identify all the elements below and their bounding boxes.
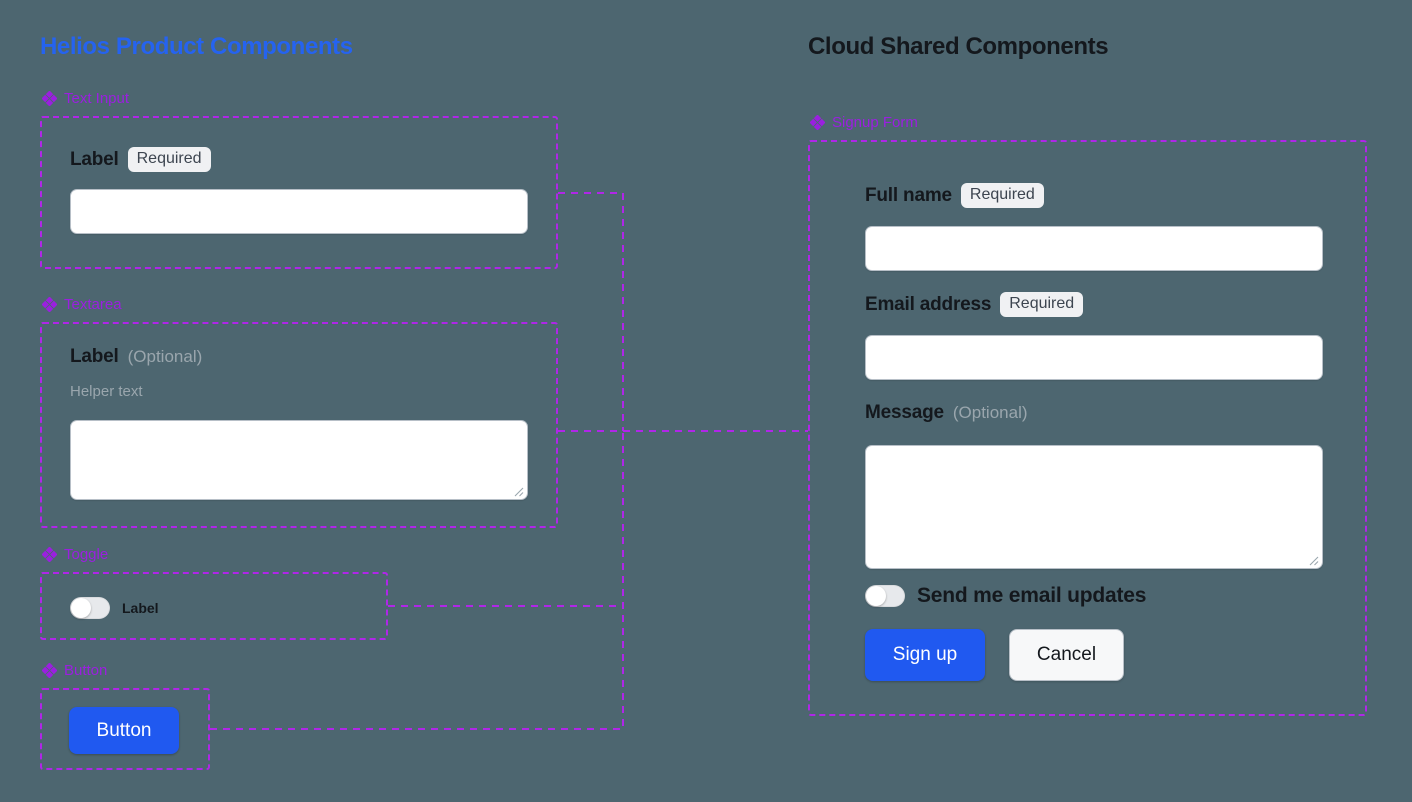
connector-text-input <box>558 192 624 431</box>
toggle-knob <box>71 598 91 618</box>
section-label-button: Button <box>42 662 107 679</box>
message-label: Message <box>865 402 944 423</box>
email-updates-toggle[interactable] <box>865 585 905 607</box>
frame-signup-form: Full name Required Email address Require… <box>808 140 1367 716</box>
text-input-label: Label <box>70 148 119 170</box>
section-label-toggle: Toggle <box>42 546 108 563</box>
left-column-title: Helios Product Components <box>40 33 353 60</box>
full-name-input[interactable] <box>865 226 1323 271</box>
section-label-text: Button <box>64 662 108 679</box>
text-input-field[interactable] <box>70 189 528 234</box>
frame-textarea: Label (Optional) Helper text <box>40 322 558 528</box>
message-label-row: Message (Optional) <box>865 402 1028 424</box>
email-label: Email address <box>865 293 992 315</box>
right-column-title: Cloud Shared Components <box>808 33 1109 60</box>
textarea-helper-text: Helper text <box>70 383 143 400</box>
diamond-cluster-icon <box>810 115 825 130</box>
sign-up-button[interactable]: Sign up <box>865 629 985 681</box>
message-textarea[interactable] <box>865 445 1323 569</box>
section-label-text: Text Input <box>64 90 130 107</box>
frame-text-input: Label Required <box>40 116 558 269</box>
diamond-cluster-icon <box>42 91 57 106</box>
full-name-label-row: Full name Required <box>865 183 1044 208</box>
toggle-knob <box>866 586 886 606</box>
textarea-label-row: Label (Optional) <box>70 346 202 368</box>
textarea-wrapper <box>70 420 528 500</box>
full-name-label: Full name <box>865 184 952 206</box>
cancel-button[interactable]: Cancel <box>1009 629 1124 681</box>
email-updates-label: Send me email updates <box>917 584 1147 607</box>
email-label-row: Email address Required <box>865 292 1084 317</box>
frame-button: Button <box>40 688 210 770</box>
toggle-row: Label <box>70 597 159 619</box>
textarea-label: Label <box>70 346 119 367</box>
textarea-field[interactable] <box>70 420 528 500</box>
diamond-cluster-icon <box>42 663 57 678</box>
diamond-cluster-icon <box>42 297 57 312</box>
optional-text: (Optional) <box>952 403 1028 422</box>
toggle-switch[interactable] <box>70 597 110 619</box>
section-label-text-input: Text Input <box>42 90 129 107</box>
diamond-cluster-icon <box>42 547 57 562</box>
message-wrapper <box>865 445 1323 569</box>
frame-toggle: Label <box>40 572 388 640</box>
optional-text: (Optional) <box>127 347 203 366</box>
section-label-text: Signup Form <box>832 114 918 131</box>
demo-button[interactable]: Button <box>69 707 179 754</box>
text-input-label-row: Label Required <box>70 147 211 172</box>
toggle-label: Label <box>122 600 159 616</box>
section-label-text: Toggle <box>64 546 109 563</box>
section-label-signup-form: Signup Form <box>810 114 918 131</box>
section-label-textarea: Textarea <box>42 296 122 313</box>
email-input[interactable] <box>865 335 1323 380</box>
section-label-text: Textarea <box>64 296 122 313</box>
email-updates-toggle-row: Send me email updates <box>865 584 1146 608</box>
required-badge: Required <box>960 183 1044 208</box>
required-badge: Required <box>127 147 211 172</box>
required-badge: Required <box>1000 292 1084 317</box>
